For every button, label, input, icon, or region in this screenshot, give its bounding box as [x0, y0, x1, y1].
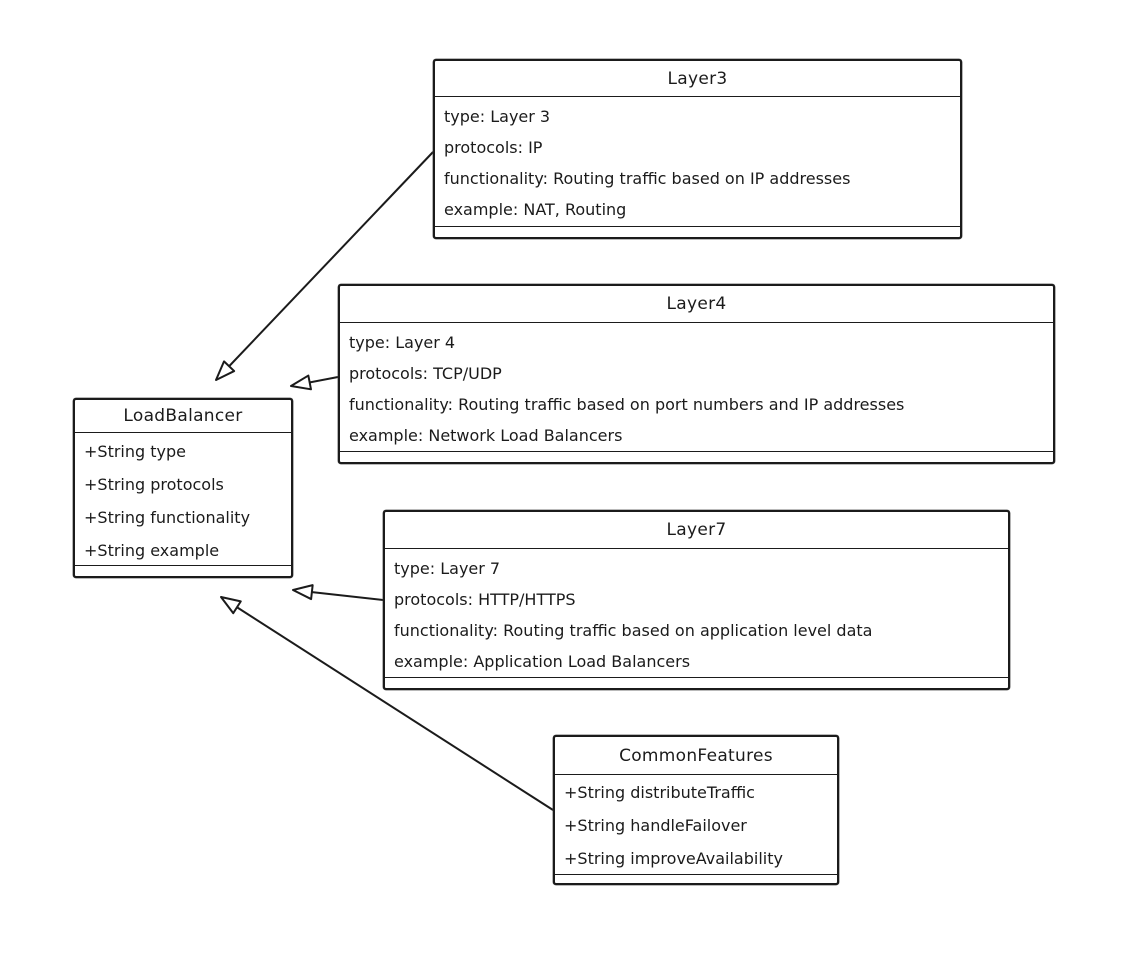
class-member: example: Application Load Balancers [394, 652, 691, 671]
class-member: type: Layer 3 [444, 107, 551, 126]
class-members-loadbalancer: +String type +String protocols +String f… [75, 433, 291, 565]
class-member: example: Network Load Balancers [349, 426, 623, 445]
class-methods-empty [555, 874, 837, 883]
class-member: +String functionality [84, 508, 251, 527]
relation-layer7-loadbalancer [292, 584, 384, 601]
class-title-commonfeatures: CommonFeatures [555, 737, 837, 775]
relation-layer4-loadbalancer [290, 374, 339, 391]
class-members-layer3: type: Layer 3 protocols: IP functionalit… [435, 97, 960, 226]
class-box-layer4: Layer4 type: Layer 4 protocols: TCP/UDP … [338, 284, 1055, 464]
class-member: type: Layer 4 [349, 333, 456, 352]
class-member: +String distributeTraffic [564, 783, 755, 802]
class-box-commonfeatures: CommonFeatures +String distributeTraffic… [553, 735, 839, 885]
class-member: functionality: Routing traffic based on … [444, 169, 851, 188]
class-member: protocols: IP [444, 138, 543, 157]
class-members-layer7: type: Layer 7 protocols: HTTP/HTTPS func… [385, 549, 1008, 677]
class-members-commonfeatures: +String distributeTraffic +String handle… [555, 775, 837, 874]
class-members-layer4: type: Layer 4 protocols: TCP/UDP functio… [340, 323, 1053, 451]
class-member: +String handleFailover [564, 816, 747, 835]
class-member: type: Layer 7 [394, 559, 501, 578]
class-member: +String example [84, 541, 220, 560]
relation-layer3-loadbalancer [215, 151, 434, 381]
class-member: +String improveAvailability [564, 849, 783, 868]
class-box-loadbalancer: LoadBalancer +String type +String protoc… [73, 398, 293, 578]
class-methods-empty [385, 677, 1008, 688]
class-box-layer3: Layer3 type: Layer 3 protocols: IP funct… [433, 59, 962, 239]
class-title-layer4: Layer4 [340, 286, 1053, 323]
class-member: +String type [84, 442, 186, 461]
class-member: protocols: HTTP/HTTPS [394, 590, 576, 609]
class-methods-empty [75, 565, 291, 576]
class-title-loadbalancer: LoadBalancer [75, 400, 291, 433]
relation-commonfeatures-loadbalancer [220, 596, 554, 811]
class-member: functionality: Routing traffic based on … [394, 621, 873, 640]
class-member: functionality: Routing traffic based on … [349, 395, 905, 414]
class-title-layer3: Layer3 [435, 61, 960, 97]
class-methods-empty [435, 226, 960, 237]
class-member: example: NAT, Routing [444, 200, 627, 219]
class-methods-empty [340, 451, 1053, 462]
class-box-layer7: Layer7 type: Layer 7 protocols: HTTP/HTT… [383, 510, 1010, 690]
class-member: protocols: TCP/UDP [349, 364, 502, 383]
class-member: +String protocols [84, 475, 224, 494]
class-title-layer7: Layer7 [385, 512, 1008, 549]
